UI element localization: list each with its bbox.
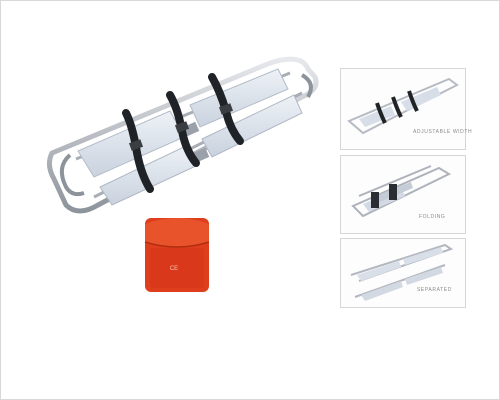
thumbnail-caption: SEPARATED (417, 287, 452, 293)
thumbnail-separated: SEPARATED (340, 238, 466, 308)
thumbnail-adjustable-width: ADJUSTABLE WIDTH (340, 68, 472, 150)
scoop-stretcher-photo (46, 56, 319, 214)
thumbnail-caption: ADJUSTABLE WIDTH (413, 129, 473, 135)
carry-bag: CE (144, 218, 210, 292)
ce-mark: CE (170, 266, 178, 272)
separated-stretcher-icon (350, 243, 454, 301)
thumbnail-folding: FOLDING (340, 155, 466, 234)
thumbnail-caption: FOLDING (419, 214, 446, 220)
folding-stretcher-icon (351, 165, 452, 218)
adjustable-width-stretcher-icon (347, 77, 459, 135)
